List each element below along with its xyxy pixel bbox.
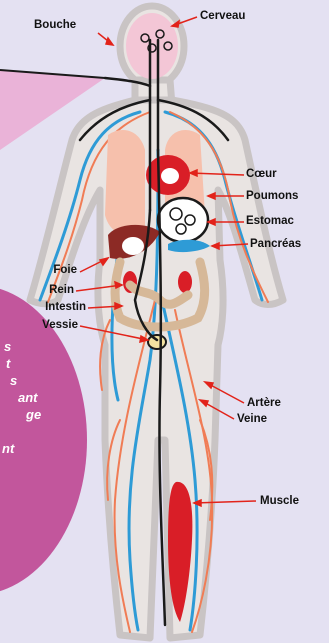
label-bouche: Bouche xyxy=(34,19,76,32)
label-foie: Foie xyxy=(30,264,77,277)
label-intestin: Intestin xyxy=(10,301,86,314)
label-coeur: Cœur xyxy=(246,168,277,181)
circle-text-line: ge xyxy=(26,406,60,423)
head-pink xyxy=(126,13,178,79)
label-muscle: Muscle xyxy=(260,495,299,508)
circle-text-line: ant xyxy=(18,389,60,406)
circle-text: s t s ant ge nt xyxy=(0,338,60,457)
circle-text-line: nt xyxy=(2,440,60,457)
stomach xyxy=(158,198,208,242)
kidney-right xyxy=(178,271,192,293)
circle-text-line: s xyxy=(10,372,60,389)
label-estomac: Estomac xyxy=(246,215,294,228)
bladder xyxy=(148,335,166,349)
label-pancreas: Pancréas xyxy=(250,238,301,251)
label-vessie: Vessie xyxy=(10,319,78,332)
circle-text-line: s xyxy=(4,338,60,355)
label-poumons: Poumons xyxy=(246,190,298,203)
label-artere: Artère xyxy=(247,397,281,410)
label-cerveau: Cerveau xyxy=(200,10,245,23)
label-veine: Veine xyxy=(237,413,267,426)
circle-text-line: t xyxy=(6,355,60,372)
circle-text-line xyxy=(12,423,60,440)
label-rein: Rein xyxy=(30,284,74,297)
gallbladder xyxy=(122,237,144,255)
heart xyxy=(146,155,190,195)
